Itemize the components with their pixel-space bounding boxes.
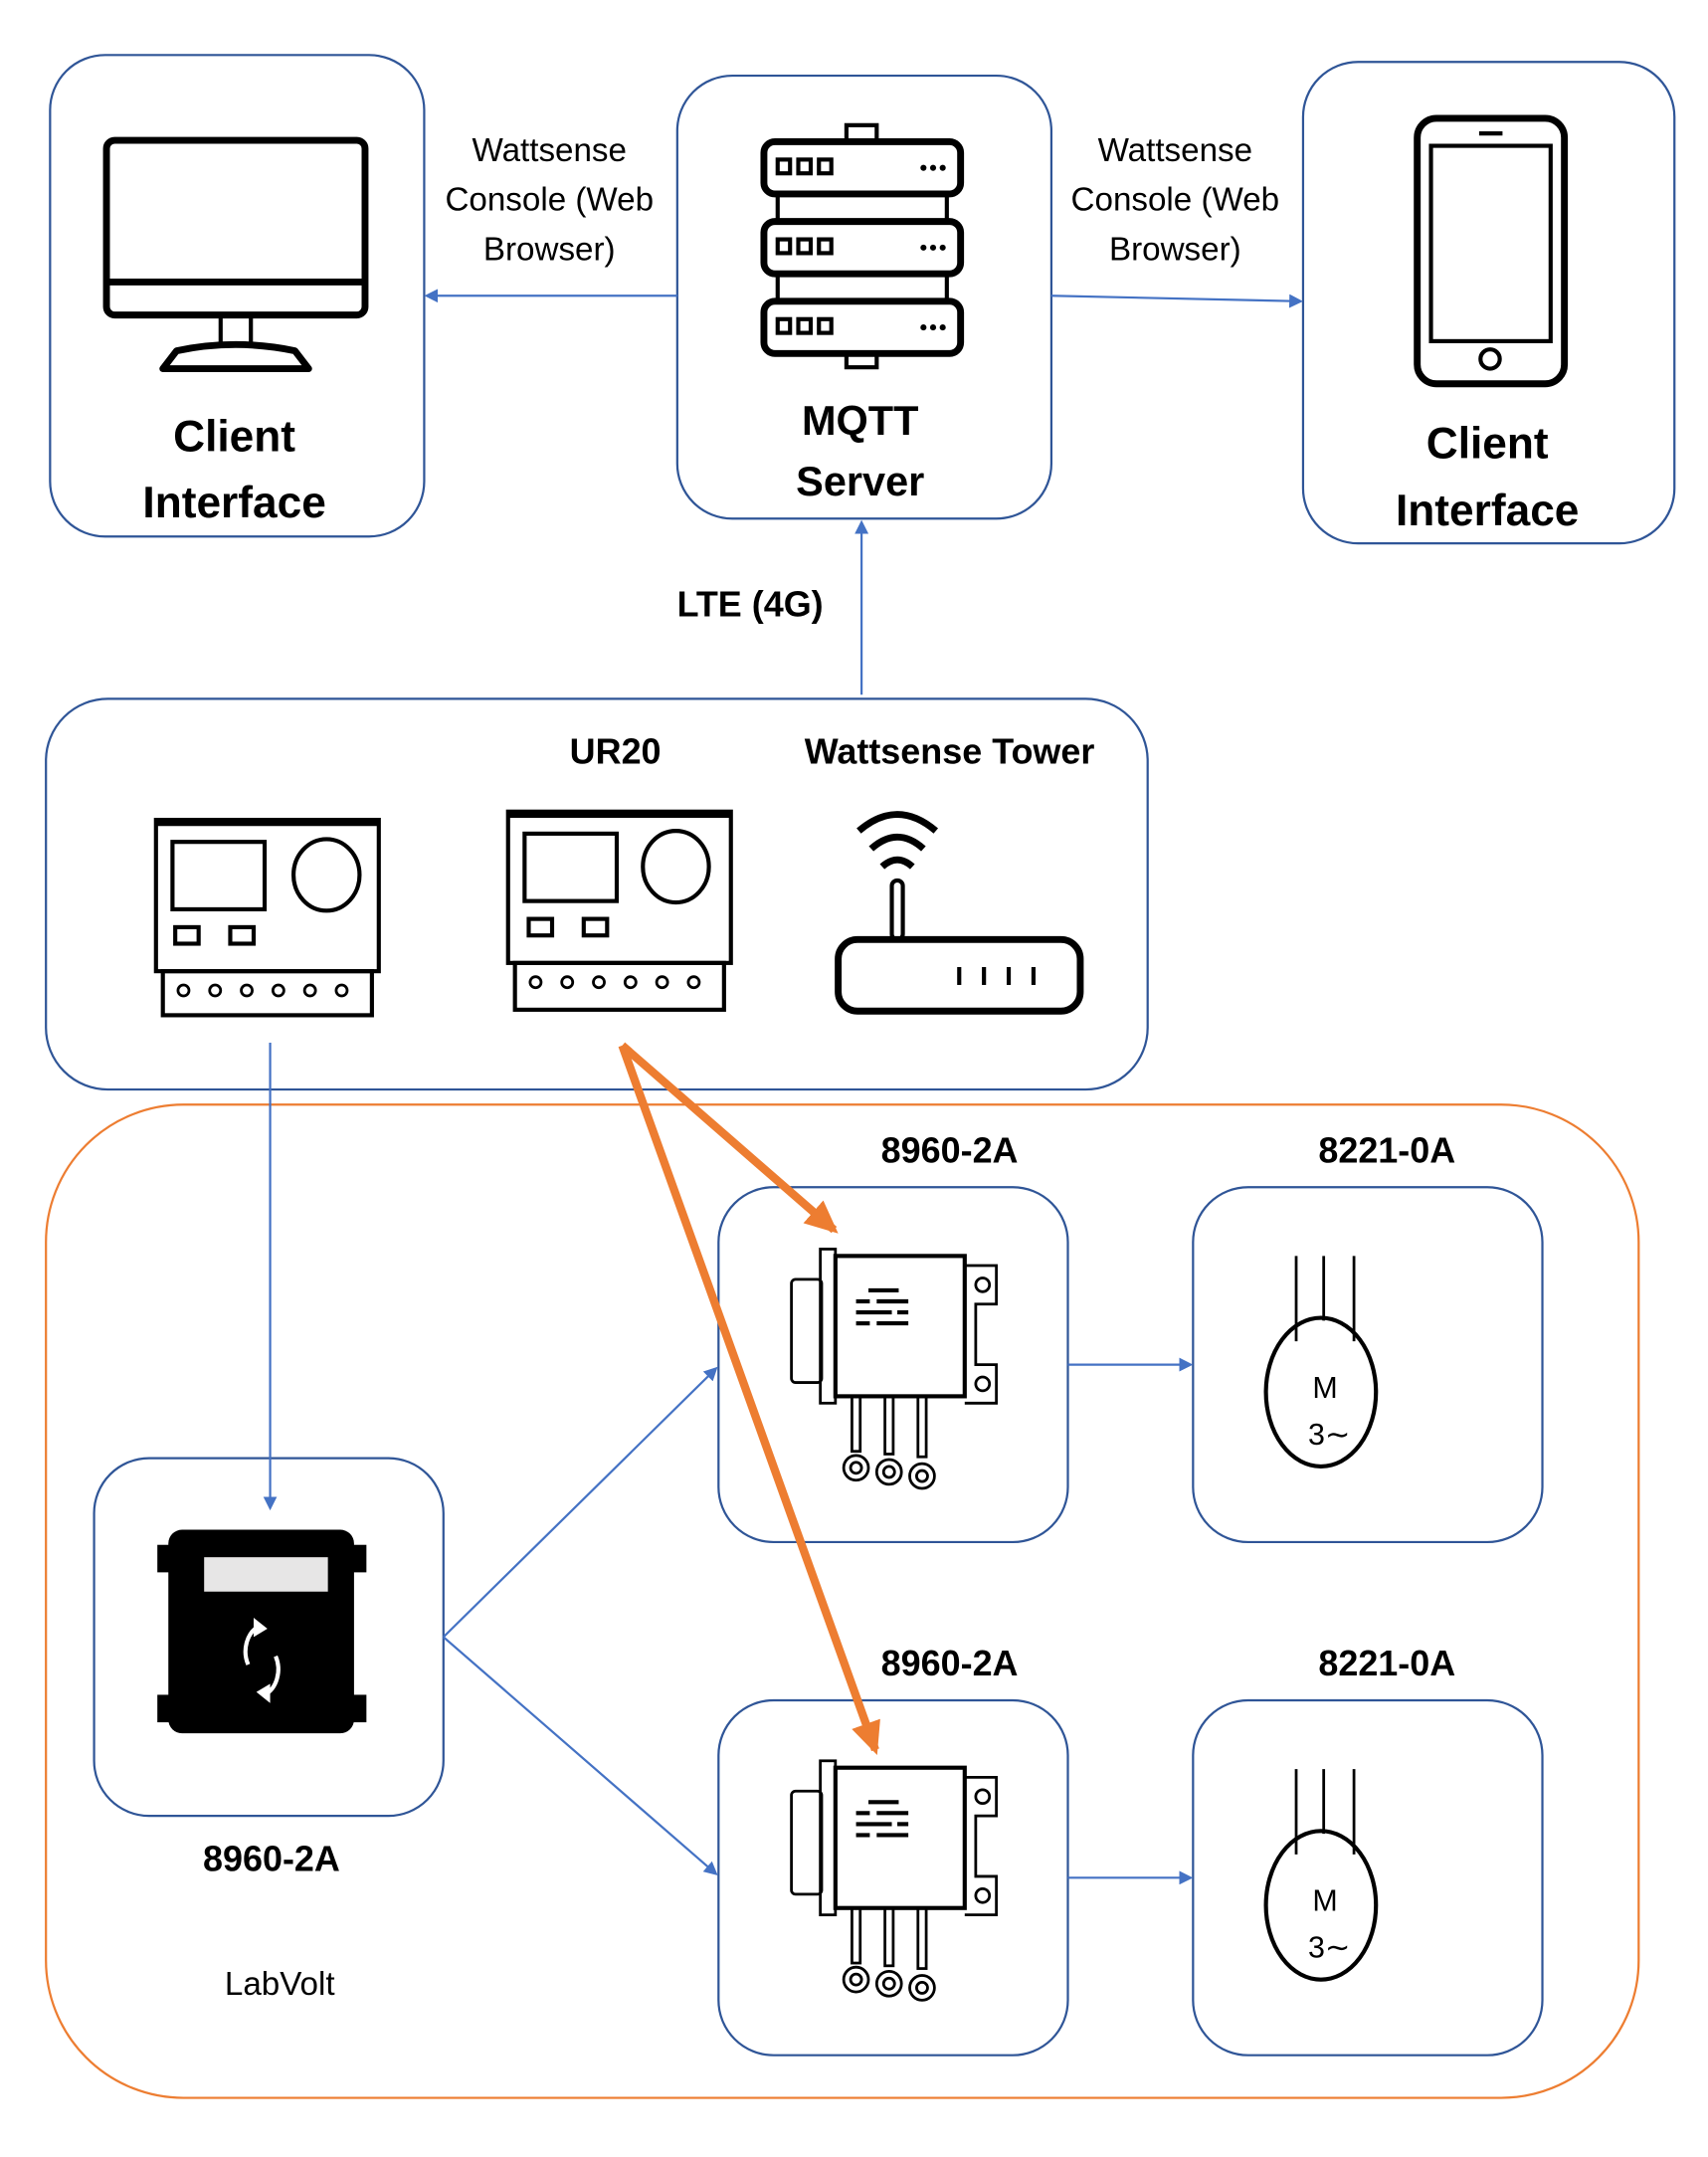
mqtt-label-line1: MQTT xyxy=(802,397,918,444)
lte-label: LTE (4G) xyxy=(677,583,824,624)
edge-label-left-line3: Browser) xyxy=(483,231,616,268)
client-interface-desktop-node: Client Interface xyxy=(49,54,426,538)
motor-bottom-box xyxy=(1192,1698,1544,2057)
labvolt-group: LabVolt 8960-2A 8960-2A xyxy=(45,1103,1640,2099)
mqtt-label-line2: Server xyxy=(796,458,924,504)
edge-label-right-line3: Browser) xyxy=(1109,231,1241,268)
desktop-monitor-icon xyxy=(102,136,369,373)
contactor-icon xyxy=(790,1759,998,2002)
labvolt-label: LabVolt xyxy=(225,1966,335,2003)
drive-bottom-label: 8960-2A xyxy=(881,1643,1019,1683)
smartphone-icon xyxy=(1414,114,1569,388)
edge-label-right-line2: Console (Web xyxy=(1071,182,1280,219)
wattsense-tower-label: Wattsense Tower xyxy=(805,730,1095,771)
svg-text:M: M xyxy=(1312,1371,1337,1405)
edge-label-left-line1: Wattsense xyxy=(473,132,627,169)
gateway-group: UR20 Wattsense Tower xyxy=(45,697,1149,1091)
wifi-router-icon xyxy=(835,811,1084,1015)
motor-top-label: 8221-0A xyxy=(1318,1129,1455,1170)
edge-label-left-line2: Console (Web xyxy=(445,182,654,219)
client-left-label-line2: Interface xyxy=(142,479,325,527)
motor-bottom-label: 8221-0A xyxy=(1318,1643,1455,1683)
edge-label-right-line1: Wattsense xyxy=(1098,132,1252,169)
client-right-label-line2: Interface xyxy=(1396,487,1579,535)
client-left-label-line1: Client xyxy=(173,413,295,462)
svg-text:3∼: 3∼ xyxy=(1308,1931,1350,1965)
svg-text:M: M xyxy=(1312,1884,1337,1918)
svg-text:3∼: 3∼ xyxy=(1308,1418,1350,1452)
motor-top-box xyxy=(1192,1186,1544,1544)
edge-label-to-right-client: Wattsense Console (Web Browser) xyxy=(1071,132,1280,269)
client-interface-mobile-node: Client Interface xyxy=(1301,61,1676,545)
power-supply-icon xyxy=(157,1529,367,1734)
mqtt-server-node: MQTT Server xyxy=(675,74,1053,520)
orange-arrow-ur20-to-drive-top xyxy=(619,1042,839,1234)
three-phase-motor-icon: M 3∼ xyxy=(1263,1256,1379,1469)
client-right-label-line1: Client xyxy=(1426,419,1549,468)
ur20-controller-icon xyxy=(505,809,733,1012)
drive-bottom-box xyxy=(717,1698,1069,2057)
source-label: 8960-2A xyxy=(203,1838,340,1878)
drive-top-box xyxy=(717,1186,1069,1544)
drive-top-label: 8960-2A xyxy=(881,1129,1019,1170)
arrow-source-to-drive-bottom xyxy=(443,1636,718,1875)
arrow-source-to-drive-top xyxy=(443,1366,718,1639)
controller-icon xyxy=(153,817,381,1018)
three-phase-motor-icon: M 3∼ xyxy=(1263,1769,1379,1982)
arrow-mqtt-to-right-client xyxy=(1050,294,1303,308)
ur20-label: UR20 xyxy=(570,730,662,771)
edge-label-to-left-client: Wattsense Console (Web Browser) xyxy=(445,132,654,269)
server-rack-icon xyxy=(760,122,965,370)
contactor-icon xyxy=(790,1248,998,1490)
orange-arrow-ur20-to-drive-bottom xyxy=(618,1044,880,1755)
